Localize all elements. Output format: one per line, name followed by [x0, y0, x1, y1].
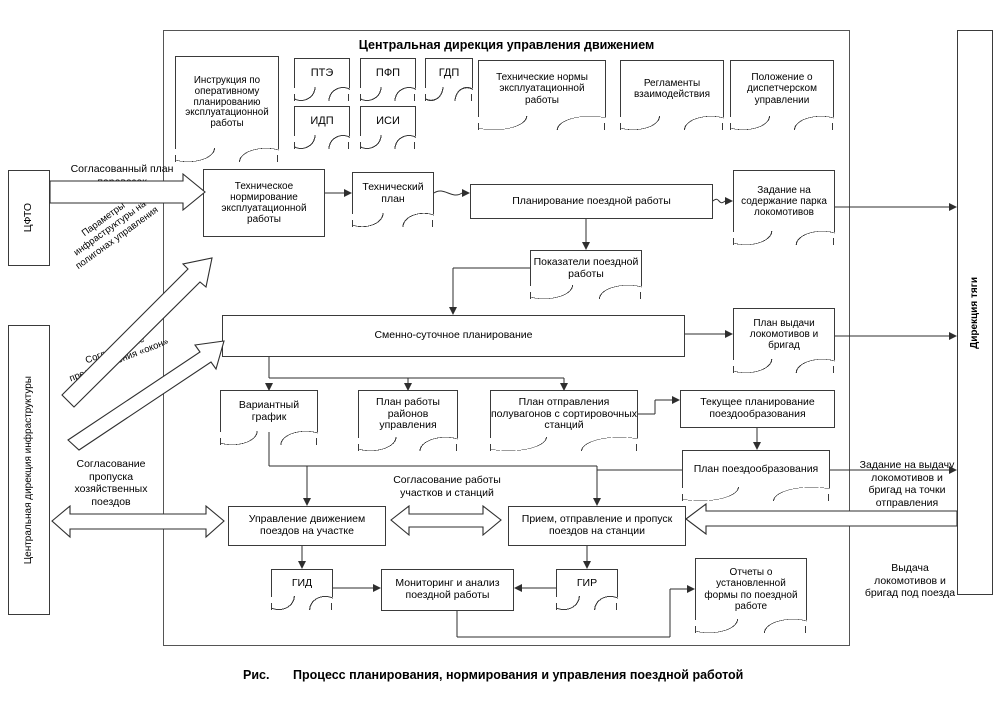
- node-shift-daily-planning-label: Сменно-суточное планирование: [374, 329, 533, 342]
- node-loco-crew-issue-plan: План выдачи локомотивов и бригад: [733, 308, 835, 373]
- document-isi: ИСИ: [360, 106, 416, 149]
- node-loco-fleet-task-label: Задание на содержание парка локомотивов: [741, 184, 827, 219]
- node-loco-fleet-task: Задание на содержание парка локомотивов: [733, 170, 835, 245]
- node-monitoring-analysis: Мониторинг и анализ поездной работы: [381, 569, 514, 611]
- document-idp-label: ИДП: [310, 115, 334, 128]
- node-train-work-planning-label: Планирование поездной работы: [512, 194, 671, 207]
- flow-label-economic-train-pass-agreement: Согласование пропуска хозяйственных поез…: [74, 458, 148, 508]
- node-current-train-formation-planning-label: Текущее планирование поездообразования: [700, 396, 815, 420]
- node-technical-plan-label: Технический план: [362, 180, 424, 205]
- figure-caption-prefix: Рис.: [243, 668, 270, 682]
- node-gir-label: ГИР: [576, 576, 598, 589]
- document-regulations: Регламенты взаимодействия: [620, 60, 724, 130]
- node-variant-schedule: Вариантный график: [220, 390, 318, 445]
- actor-traction-label: Дирекция тяги: [969, 276, 981, 349]
- flow-label-loco-crew-dispatch-task: Задание на выдачу локомотивов и бригад н…: [859, 459, 955, 522]
- actor-cfto: ЦФТО: [8, 170, 50, 266]
- document-gdp: ГДП: [425, 58, 473, 101]
- node-section-train-control-label: Управление движением поездов на участке: [248, 513, 366, 537]
- document-idp: ИДП: [294, 106, 350, 149]
- node-section-train-control: Управление движением поездов на участке: [228, 506, 386, 546]
- node-gir: ГИР: [556, 569, 618, 610]
- document-pfp-label: ПФП: [375, 67, 401, 80]
- node-train-formation-plan-label: План поездообразования: [693, 462, 819, 475]
- document-dispatch-regulation: Положение о диспетчерском управлении: [730, 60, 834, 130]
- node-district-work-plan-label: План работы районов управления: [376, 395, 440, 432]
- flow-label-infrastructure-parameters: Параметры инфраструктуры на полигонах уп…: [71, 198, 161, 272]
- document-regulations-label: Регламенты взаимодействия: [633, 77, 711, 100]
- node-technical-rationing: Техническое нормирование эксплуатационно…: [203, 169, 325, 237]
- node-loco-crew-issue-plan-label: План выдачи локомотивов и бригад: [749, 317, 819, 352]
- actor-central-infrastructure-directorate: Центральная дирекция инфраструктуры: [8, 325, 50, 615]
- figure-header-title: Центральная дирекция управления движение…: [358, 38, 655, 52]
- document-dispatch-regulation-label: Положение о диспетчерском управлении: [747, 72, 817, 106]
- node-shift-daily-planning: Сменно-суточное планирование: [222, 315, 685, 357]
- figure-caption-text: Процесс планирования, нормирования и упр…: [293, 668, 744, 682]
- node-standard-reports-label: Отчеты о установленной формы по поездной…: [704, 567, 798, 612]
- flow-label-loco-crew-issue: Выдача локомотивов и бригад под поезда: [864, 562, 956, 600]
- node-train-work-indicators-label: Показатели поездной работы: [533, 255, 639, 280]
- node-variant-schedule-label: Вариантный график: [238, 398, 300, 423]
- flow-label-sections-stations-agreement: Согласование работы участков и станций: [393, 474, 501, 499]
- document-gdp-label: ГДП: [438, 67, 460, 80]
- node-train-work-planning: Планирование поездной работы: [470, 184, 713, 219]
- actor-cfto-label: ЦФТО: [22, 203, 35, 233]
- node-monitoring-analysis-label: Мониторинг и анализ поездной работы: [395, 577, 500, 601]
- node-train-work-indicators: Показатели поездной работы: [530, 250, 642, 299]
- node-train-formation-plan: План поездообразования: [682, 450, 830, 501]
- document-instruction-label: Инструкция по оперативному планированию …: [185, 74, 269, 130]
- actor-traction-directorate: Дирекция тяги: [957, 30, 993, 595]
- document-pfp: ПФП: [360, 58, 416, 101]
- document-instruction: Инструкция по оперативному планированию …: [175, 56, 279, 162]
- flow-label-window-provision-agreement: Согласование предоставления «окон»: [68, 333, 171, 385]
- node-current-train-formation-planning: Текущее планирование поездообразования: [680, 390, 835, 428]
- document-technical-norms-label: Технические нормы эксплуатационной работ…: [496, 72, 588, 106]
- node-technical-rationing-label: Техническое нормирование эксплуатационно…: [221, 180, 307, 226]
- document-technical-norms: Технические нормы эксплуатационной работ…: [478, 60, 606, 130]
- node-district-work-plan: План работы районов управления: [358, 390, 458, 451]
- node-gid-label: ГИД: [291, 576, 313, 589]
- document-isi-label: ИСИ: [376, 115, 400, 128]
- node-technical-plan: Технический план: [352, 172, 434, 227]
- actor-cdi-label: Центральная дирекция инфраструктуры: [23, 375, 35, 565]
- document-pte: ПТЭ: [294, 58, 350, 101]
- node-gondola-dispatch-plan-label: План отправления полувагонов с сортирово…: [491, 395, 638, 432]
- node-gondola-dispatch-plan: План отправления полувагонов с сортирово…: [490, 390, 638, 451]
- node-station-reception-dispatch: Прием, отправление и пропуск поездов на …: [508, 506, 686, 546]
- flow-label-agreed-transport-plan: Согласованный план перевозок: [70, 163, 174, 188]
- node-gid: ГИД: [271, 569, 333, 610]
- document-pte-label: ПТЭ: [310, 67, 334, 80]
- node-standard-reports: Отчеты о установленной формы по поездной…: [695, 558, 807, 633]
- node-station-reception-dispatch-label: Прием, отправление и пропуск поездов на …: [521, 513, 673, 537]
